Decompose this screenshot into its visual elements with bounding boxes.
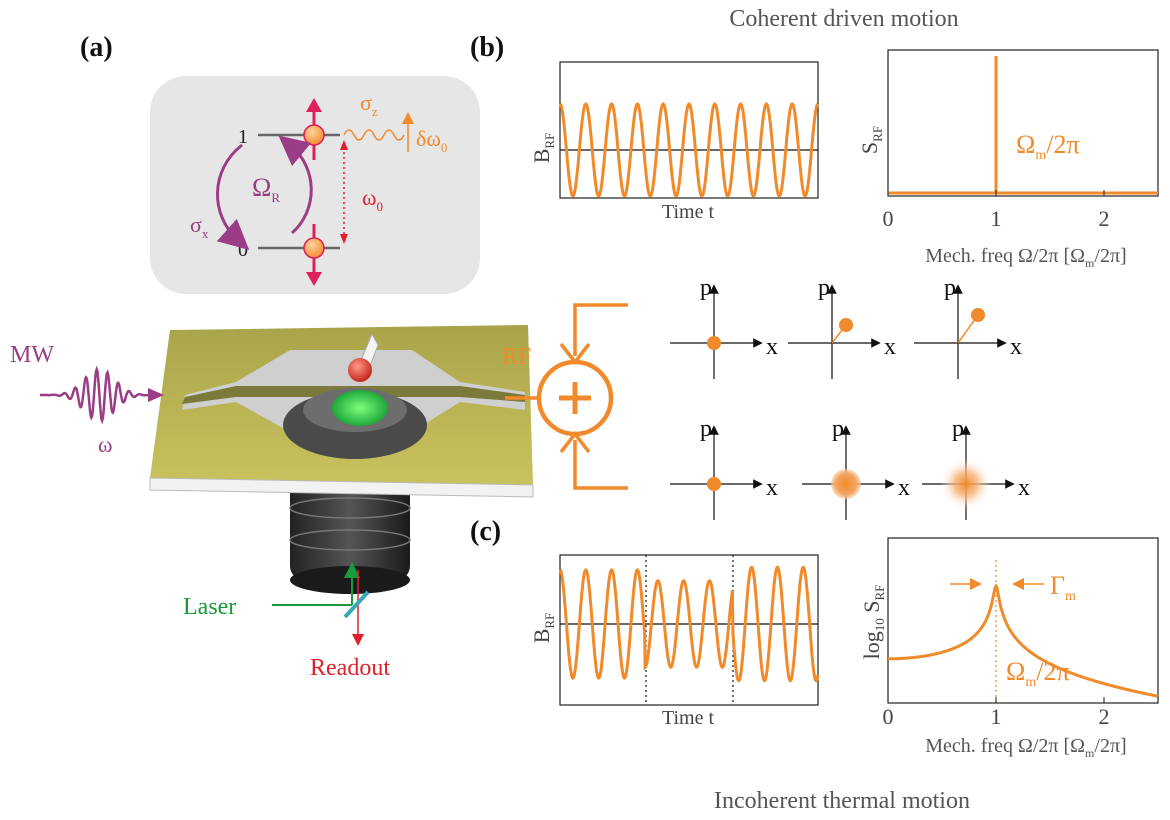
chart-c-spectrum: 0 1 2 Γm Ωm/2π Mech. freq Ω/2π [Ωm/2π] log… (859, 537, 1159, 760)
x-axis-label: x (766, 334, 778, 360)
plot-frame (887, 537, 1159, 704)
level-diagram: 1 0 σz δω0 ω0 ΩR σx (150, 76, 480, 294)
y-axis-label: BRF (529, 133, 557, 164)
p-axis-label: p (832, 416, 844, 442)
microwave-pulse-icon (40, 365, 164, 425)
phase-space-plot: px (802, 416, 910, 520)
peak-annotation: Ωm/2π (1016, 130, 1080, 163)
series-line (559, 565, 820, 683)
thermal-state (940, 458, 992, 510)
state-dot (707, 336, 721, 350)
phase-space-plot: px (670, 416, 778, 520)
x-axis-label: x (1018, 475, 1030, 501)
x-axis-label: Mech. freq Ω/2π [Ωm/2π] (925, 245, 1126, 270)
diamond-tip-icon (348, 332, 379, 382)
series-line (888, 583, 1159, 698)
x-tick-label: 0 (883, 704, 894, 729)
p-axis-label: p (944, 275, 956, 301)
phase-space-plot: px (788, 275, 896, 379)
x-axis-label: x (1010, 334, 1022, 360)
x-tick-label: 0 (883, 206, 894, 231)
x-tick-labels: 0 1 2 (883, 697, 1110, 729)
state-dot (707, 477, 721, 491)
beam-splitter-icon (343, 590, 370, 619)
y-axis-label: log10 SRF (859, 585, 887, 660)
x-axis-label: Time t (662, 707, 715, 729)
x-axis-label: x (766, 475, 778, 501)
laser-label: Laser (183, 594, 236, 620)
rabi-arrow-up-icon (278, 135, 313, 235)
phase-space-plot: px (670, 275, 778, 379)
top-title: Coherent driven motion (729, 6, 958, 32)
chart-b-time: Time t BRF (529, 61, 819, 223)
omega-label: ω (98, 432, 112, 457)
panel-label-a: (a) (80, 32, 113, 63)
x-tick-label: 1 (991, 206, 1002, 231)
x-axis-label: Time t (662, 201, 715, 223)
rf-label: RF (502, 344, 531, 370)
bottom-title: Incoherent thermal motion (714, 788, 970, 814)
linewidth-label: Γm (1050, 571, 1076, 604)
sigma-z-label: σz (360, 90, 378, 119)
x-tick-label: 2 (1099, 704, 1110, 729)
p-axis-label: p (700, 275, 712, 301)
thermal-state (831, 469, 861, 499)
panel-label-c: (c) (470, 516, 501, 547)
objective-lens-icon (289, 480, 411, 594)
p-axis-label: p (818, 275, 830, 301)
series-line (888, 56, 1158, 195)
state-dot (839, 318, 853, 332)
peak-annotation: Ωm/2π (1006, 657, 1070, 690)
delta-omega-label: δω0 (416, 126, 447, 155)
spin-down-icon (303, 224, 325, 286)
x-axis-label: x (898, 475, 910, 501)
x-axis-label: x (884, 334, 896, 360)
plot-frame (887, 49, 1159, 197)
phase-space-plot: px (914, 275, 1022, 379)
p-axis-label: p (700, 416, 712, 442)
mw-label: MW (10, 342, 54, 368)
y-axis-label: SRF (857, 126, 885, 154)
panel-label-b: (b) (470, 32, 504, 63)
plot-frame (559, 61, 819, 199)
state-dot (971, 308, 985, 322)
chart-b-spectrum: 0 1 2 Ωm/2π Mech. freq Ω/2π [Ωm/2π] SRF (857, 49, 1159, 270)
experimental-setup: MW ω Laser Readout (10, 325, 534, 681)
summing-junction-icon (536, 359, 614, 437)
y-axis-label: BRF (529, 613, 557, 644)
phase-space-plot: px (922, 416, 1030, 520)
x-axis-label: Mech. freq Ω/2π [Ωm/2π] (925, 735, 1126, 760)
rabi-label: ΩR (252, 173, 280, 205)
plot-frame (559, 554, 819, 706)
green-fluorescence (332, 390, 388, 426)
sigma-z-wave (343, 129, 405, 141)
readout-label: Readout (310, 655, 390, 681)
x-tick-labels: 0 1 2 (883, 190, 1110, 231)
rabi-arrow-down-icon (216, 143, 250, 251)
level-1-label: 1 (238, 126, 248, 148)
chart-c-time: Time t BRF (529, 554, 820, 729)
x-tick-label: 1 (991, 704, 1002, 729)
level-0-label: 0 (238, 239, 248, 261)
omega0-label: ω0 (362, 185, 383, 214)
p-axis-label: p (952, 416, 964, 442)
series-line (559, 102, 819, 198)
sigma-x-label: σx (190, 212, 209, 241)
x-tick-label: 2 (1099, 206, 1110, 231)
rf-summing-junction: RF (502, 303, 628, 490)
